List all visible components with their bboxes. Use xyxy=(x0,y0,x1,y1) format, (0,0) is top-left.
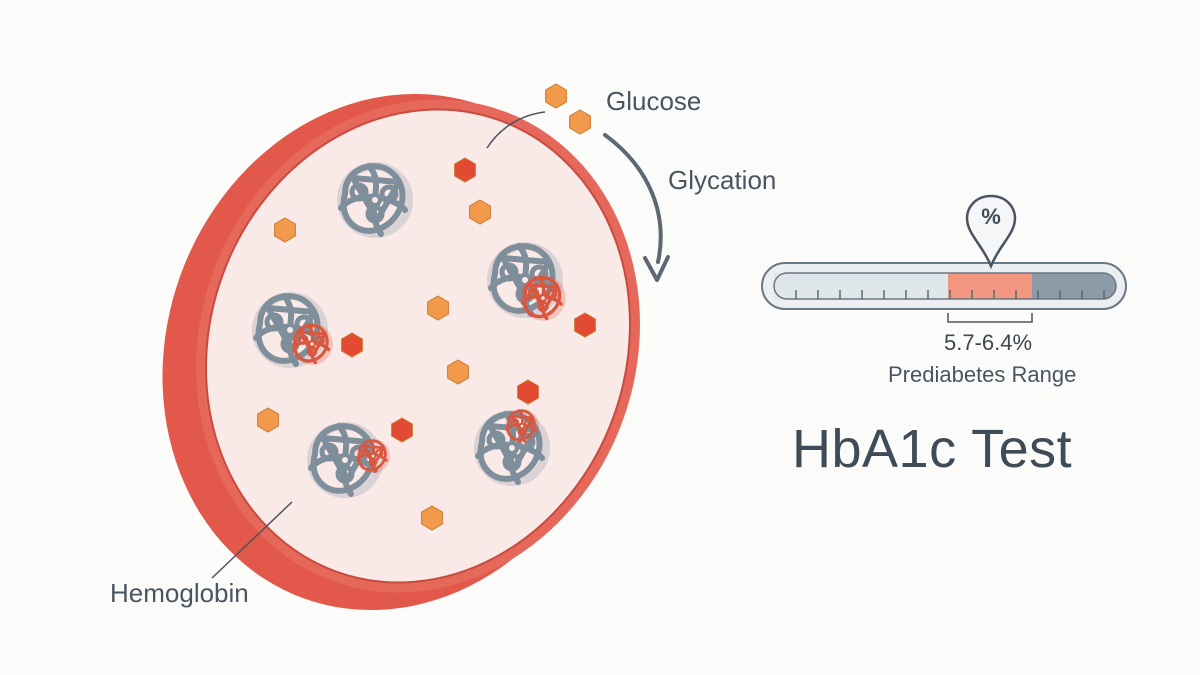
glucose-label: Glucose xyxy=(606,86,701,117)
hemoglobin-label: Hemoglobin xyxy=(110,578,249,609)
diagram-title: HbA1c Test xyxy=(792,418,1072,480)
hexagon-icon xyxy=(546,84,567,108)
range-value-label: 5.7-6.4% xyxy=(944,330,1032,356)
range-name-label: Prediabetes Range xyxy=(888,362,1076,388)
glucose-outside xyxy=(546,84,591,134)
glycation-label: Glycation xyxy=(668,165,776,196)
range-bracket xyxy=(948,313,1032,322)
pin-percent-symbol: % xyxy=(969,204,1013,230)
hexagon-icon xyxy=(570,110,591,134)
hba1c-scale xyxy=(762,263,1126,322)
